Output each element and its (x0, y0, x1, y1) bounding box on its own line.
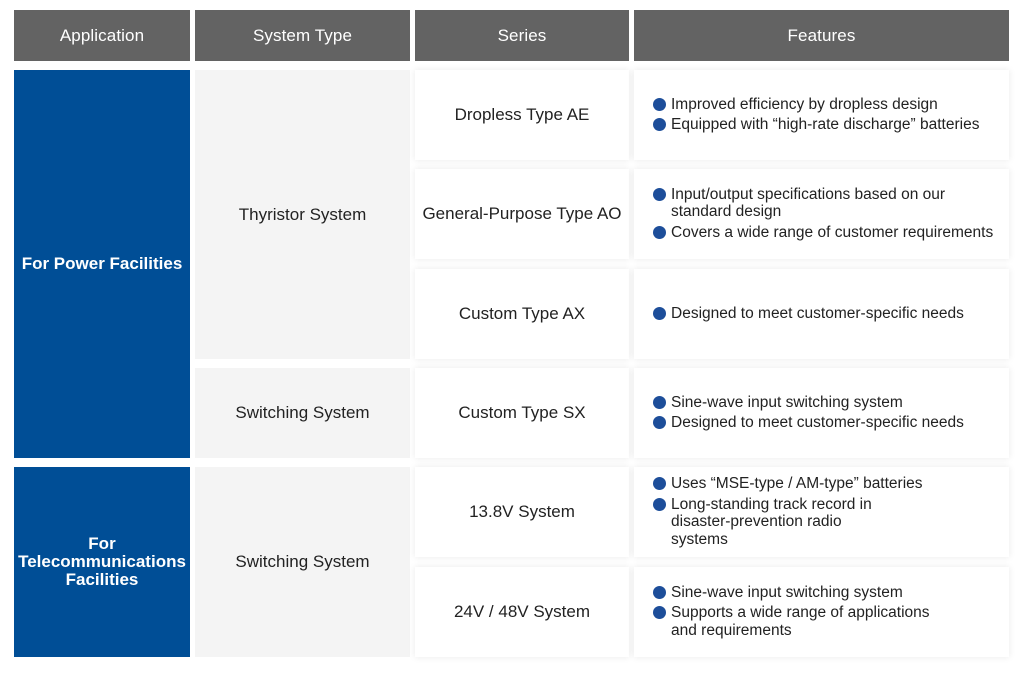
application-power-facilities: For Power Facilities (14, 70, 190, 458)
feature-text: Designed to meet customer-specific needs (671, 304, 964, 322)
application-telecom-facilities: For Telecommunications Facilities (14, 467, 190, 657)
features-cell: Sine-wave input switching system Designe… (634, 368, 1009, 458)
circle-bullet-icon (653, 497, 666, 511)
features-list: Sine-wave input switching system Designe… (653, 392, 964, 435)
features-cell: Improved efficiency by dropless design E… (634, 70, 1009, 160)
feature-item: Covers a wide range of customer requirem… (653, 224, 993, 242)
feature-text: Covers a wide range of customer requirem… (671, 223, 994, 241)
series-cell: 24V / 48V System (415, 567, 629, 657)
feature-text: Supports a wide range of applications an… (671, 604, 930, 639)
feature-text: Equipped with “high-rate discharge” batt… (671, 116, 980, 133)
circle-bullet-icon (653, 97, 666, 111)
features-cell: Input/output specifications based on our… (634, 169, 1009, 259)
feature-item: Supports a wide range of applications an… (653, 604, 946, 639)
header-system-type: System Type (195, 10, 410, 61)
circle-bullet-icon (653, 395, 666, 409)
circle-bullet-icon (653, 416, 666, 429)
system-type-thyristor: Thyristor System (195, 70, 410, 359)
features-cell: Designed to meet customer-specific needs (634, 269, 1009, 359)
features-cell: Uses “MSE-type / AM-type” batteries Long… (634, 467, 1009, 557)
feature-item: Equipped with “high-rate discharge” batt… (653, 116, 979, 134)
series-cell: 13.8V System (415, 467, 629, 557)
circle-bullet-icon (653, 225, 666, 239)
header-application: Application (14, 10, 190, 61)
header-series: Series (415, 10, 629, 61)
series-cell: Dropless Type AE (415, 70, 629, 160)
features-list: Improved efficiency by dropless design E… (653, 94, 979, 137)
system-type-switching-telecom: Switching System (195, 467, 410, 657)
features-list: Input/output specifications based on our… (653, 184, 993, 245)
system-type-switching-power: Switching System (195, 368, 410, 458)
circle-bullet-icon (653, 585, 666, 599)
features-cell: Sine-wave input switching system Support… (634, 567, 1009, 657)
series-cell: Custom Type AX (415, 269, 629, 359)
features-list: Designed to meet customer-specific needs (653, 303, 964, 326)
circle-bullet-icon (653, 306, 666, 320)
feature-item: Sine-wave input switching system (653, 584, 946, 602)
feature-text: Uses “MSE-type / AM-type” batteries (671, 475, 923, 492)
feature-item: Sine-wave input switching system (653, 394, 964, 412)
circle-bullet-icon (653, 477, 666, 490)
feature-text: Input/output specifications based on our… (671, 185, 946, 221)
feature-text: Sine-wave input switching system (671, 393, 903, 411)
feature-item: Uses “MSE-type / AM-type” batteries (653, 475, 923, 493)
feature-item: Designed to meet customer-specific needs (653, 305, 964, 323)
feature-item: Improved efficiency by dropless design (653, 96, 979, 114)
header-features: Features (634, 10, 1009, 61)
feature-item: Input/output specifications based on our… (653, 186, 971, 221)
series-cell: General-Purpose Type AO (415, 169, 629, 259)
circle-bullet-icon (653, 606, 666, 620)
feature-text: Improved efficiency by dropless design (671, 95, 938, 113)
circle-bullet-icon (653, 118, 666, 131)
feature-text: Designed to meet customer-specific needs (671, 414, 964, 431)
feature-text: Long-standing track record in disaster-p… (671, 495, 872, 548)
series-cell: Custom Type SX (415, 368, 629, 458)
features-list: Sine-wave input switching system Support… (653, 582, 946, 643)
feature-item: Long-standing track record in disaster-p… (653, 496, 901, 549)
feature-item: Designed to meet customer-specific needs (653, 414, 964, 432)
features-list: Uses “MSE-type / AM-type” batteries Long… (653, 473, 923, 551)
feature-text: Sine-wave input switching system (671, 583, 903, 601)
circle-bullet-icon (653, 187, 666, 201)
